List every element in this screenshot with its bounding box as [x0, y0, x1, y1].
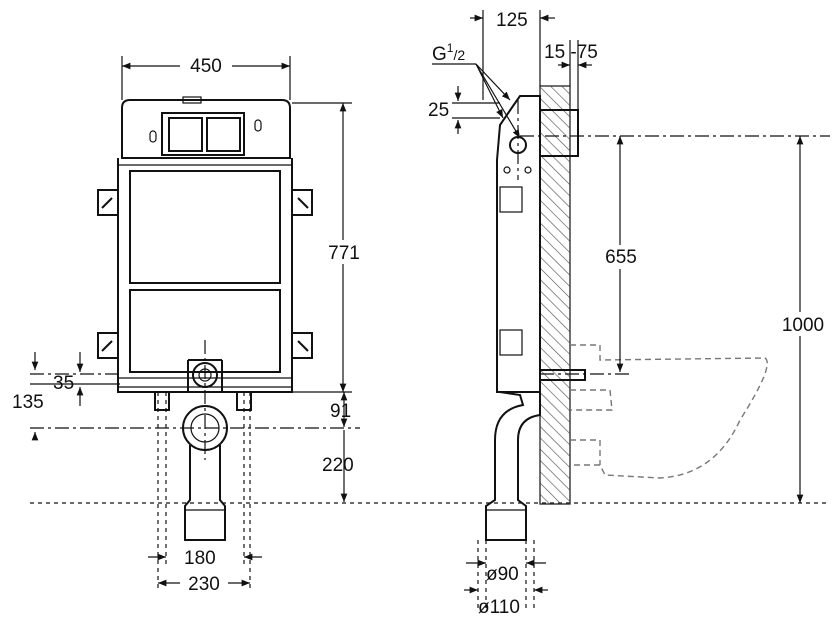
bracket-top-right — [291, 189, 313, 216]
cistern-cap — [182, 96, 202, 104]
frame-body — [117, 158, 293, 393]
dim-d110-label: ø110 — [478, 597, 520, 618]
dim-655-label: 655 — [605, 247, 637, 268]
dim-d90-label: ø90 — [486, 564, 519, 585]
frame-upper-panel — [129, 170, 281, 284]
frame-side — [496, 95, 541, 393]
dim-771-label: 771 — [328, 243, 360, 264]
slot-left — [149, 130, 157, 143]
side-view: 125 15 -75 G1/2 25 655 1000 — [428, 10, 831, 618]
dim-thread-label: G1/2 — [432, 41, 465, 65]
flush-button-left — [168, 117, 203, 152]
bracket-top-left — [97, 189, 119, 216]
wall — [539, 85, 571, 505]
dim-180-label: 180 — [184, 548, 216, 569]
water-inlet-circle — [192, 362, 218, 388]
flush-plate-frame — [161, 112, 245, 156]
dim-1000-label: 1000 — [782, 315, 824, 336]
dim-91-label: 91 — [330, 401, 351, 422]
leg-left — [154, 391, 170, 411]
dim-450-label: 450 — [190, 56, 222, 77]
flush-button-right — [206, 117, 241, 152]
dim-25-label: 25 — [428, 100, 449, 121]
bracket-bottom-left — [97, 332, 119, 359]
dim-220-label: 220 — [322, 455, 354, 476]
inlet-pipe-through-wall — [539, 109, 579, 157]
dim-125-label: 125 — [496, 10, 528, 31]
toilet-bowl-outline — [570, 344, 768, 479]
bracket-bottom-right — [291, 332, 313, 359]
front-view: 450 771 91 220 35 135 180 230 — [12, 54, 364, 595]
dim-35-label: 35 — [53, 373, 74, 394]
cistern-top — [121, 99, 291, 159]
waste-pipe-down — [184, 445, 226, 541]
dim-230-label: 230 — [188, 574, 220, 595]
dim-15-75-label: 15 -75 — [544, 42, 598, 63]
dim-135-label: 135 — [12, 392, 44, 413]
fixing-bolts — [539, 369, 586, 381]
waste-pipe-side — [485, 391, 541, 541]
slot-right — [254, 119, 262, 132]
